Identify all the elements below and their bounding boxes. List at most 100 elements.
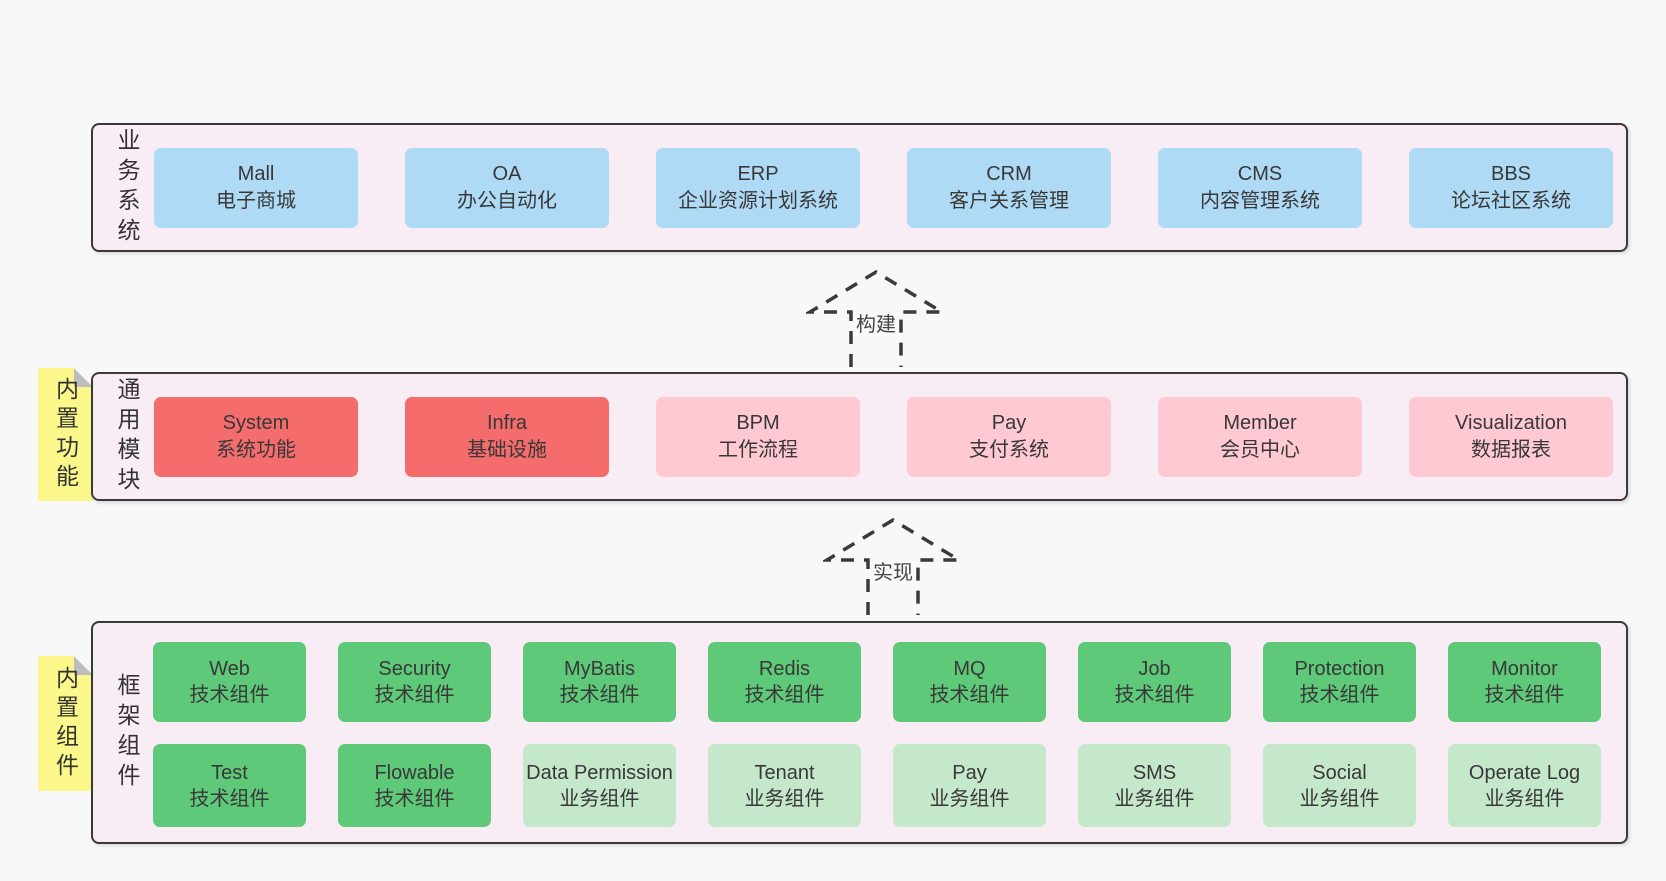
box-title: System [222,411,290,434]
note-label: 内置功能 [52,376,79,493]
box-subtitle: 业务组件 [744,787,825,810]
box-tenant: Tenant 业务组件 [708,744,861,827]
arrow-label: 构建 [853,314,899,336]
box-monitor: Monitor 技术组件 [1448,642,1601,722]
box-subtitle: 技术组件 [744,684,825,706]
box-title: Job [1138,658,1171,680]
box-subtitle: 会员中心 [1220,438,1300,461]
box-row: Mall 电子商城 OA 办公自动化 ERP 企业资源计划系统 CRM 客户关系管理 CMS 内容… [154,125,1613,250]
sticky-note-builtin-components: 内置组件 [38,656,93,791]
box-title: Infra [486,411,528,434]
box-title: CRM [986,162,1032,185]
band-label: 框架组件 [114,672,140,793]
box-subtitle: 技术组件 [374,787,455,810]
box-subtitle: 工作流程 [718,438,798,461]
box-infra: Infra 基础设施 [405,396,609,477]
box-mybatis: MyBatis 技术组件 [523,642,676,722]
box-subtitle: 支付系统 [969,438,1049,461]
dashed-up-arrow-icon [823,517,963,615]
box-title: ERP [737,162,779,185]
box-title: OA [492,162,522,185]
box-flowable: Flowable 技术组件 [338,744,491,827]
box-pay: Pay 支付系统 [907,396,1111,477]
box-title: Redis [758,658,811,680]
box-erp: ERP 企业资源计划系统 [656,147,860,228]
box-subtitle: 技术组件 [559,684,640,706]
box-protection: Protection 技术组件 [1263,642,1416,722]
box-subtitle: 技术组件 [1299,684,1380,706]
box-subtitle: 技术组件 [929,684,1010,706]
box-crm: CRM 客户关系管理 [907,147,1111,228]
sticky-note-builtin-features: 内置功能 [38,368,93,501]
arrow-build: 构建 [806,268,946,368]
box-title: Data Permission [526,761,673,784]
arrow-label: 实现 [870,562,916,584]
band-common-modules: 通用模块 System 系统功能 Infra 基础设施 BPM 工作流程 Pay 支付系统 Me… [91,372,1628,501]
dashed-up-arrow-icon [806,269,946,367]
box-subtitle: 业务组件 [559,787,640,810]
box-subtitle: 业务组件 [1114,787,1195,810]
box-title: Protection [1294,658,1385,680]
box-title: Test [211,761,248,784]
box-subtitle: 技术组件 [374,684,455,706]
box-subtitle: 技术组件 [1114,684,1195,706]
box-subtitle: 业务组件 [929,787,1010,810]
box-title: BPM [736,411,780,434]
box-title: Member [1223,411,1297,434]
box-member: Member 会员中心 [1158,396,1362,477]
box-title: SMS [1132,761,1177,784]
band-business-systems: 业务系统 Mall 电子商城 OA 办公自动化 ERP 企业资源计划系统 CRM 客户关系管理… [91,123,1628,252]
band-label: 通用模块 [114,376,140,497]
box-subtitle: 企业资源计划系统 [678,189,838,212]
box-row: System 系统功能 Infra 基础设施 BPM 工作流程 Pay 支付系统 Member 会… [154,374,1613,499]
box-title: Mall [237,162,275,185]
box-title: MQ [953,658,986,680]
band-label: 业务系统 [114,127,140,248]
box-operate-log: Operate Log 业务组件 [1448,744,1601,827]
box-subtitle: 系统功能 [216,438,296,461]
box-title: Social [1312,761,1367,784]
box-title: Operate Log [1468,761,1581,784]
box-subtitle: 技术组件 [1484,684,1565,706]
box-bpm: BPM 工作流程 [656,396,860,477]
box-mall: Mall 电子商城 [154,147,358,228]
box-title: BBS [1490,162,1532,185]
arrow-implement: 实现 [823,516,963,616]
box-subtitle: 技术组件 [189,787,270,810]
box-subtitle: 内容管理系统 [1200,189,1320,212]
box-subtitle: 数据报表 [1471,438,1551,461]
box-title: Security [378,658,451,680]
box-data-permission: Data Permission 业务组件 [523,744,676,827]
box-test: Test 技术组件 [153,744,306,827]
box-system: System 系统功能 [154,396,358,477]
box-visualization: Visualization 数据报表 [1409,396,1613,477]
box-oa: OA 办公自动化 [405,147,609,228]
box-cms: CMS 内容管理系统 [1158,147,1362,228]
box-title: Visualization [1455,411,1567,434]
note-label: 内置组件 [52,665,79,782]
box-subtitle: 业务组件 [1484,787,1565,810]
box-subtitle: 论坛社区系统 [1451,189,1571,212]
box-title: Pay [991,411,1027,434]
box-subtitle: 办公自动化 [457,189,557,212]
box-subtitle: 技术组件 [189,684,270,706]
box-title: Flowable [374,761,455,784]
box-subtitle: 客户关系管理 [949,189,1069,212]
box-title: CMS [1237,162,1283,185]
box-subtitle: 基础设施 [467,438,547,461]
box-job: Job 技术组件 [1078,642,1231,722]
box-social: Social 业务组件 [1263,744,1416,827]
box-title: Monitor [1491,658,1558,680]
box-title: MyBatis [563,658,636,680]
box-title: Tenant [754,761,815,784]
box-redis: Redis 技术组件 [708,642,861,722]
box-subtitle: 电子商城 [216,189,296,212]
box-mq: MQ 技术组件 [893,642,1046,722]
box-subtitle: 业务组件 [1299,787,1380,810]
